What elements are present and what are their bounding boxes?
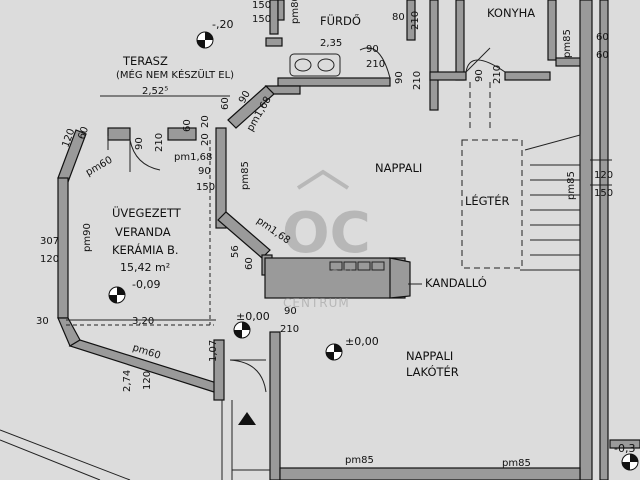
dim-320: 3,20 [132, 316, 154, 327]
room-label-lakoter-2: LAKÓTÉR [406, 364, 459, 379]
room-labels: FÜRDŐ KONYHA TERASZ (MÉG NEM KÉSZÜLT EL)… [112, 6, 535, 379]
room-label-veranda-3: KERÁMIA B. [112, 242, 179, 257]
watermark-line2: CENTRUM [283, 296, 350, 310]
dim-pm80-top: pm80 [290, 0, 301, 24]
dim-60-w: 60 [182, 119, 193, 132]
dim-60-low: 60 [244, 257, 255, 270]
dim-210-door: 210 [412, 71, 423, 90]
room-label-nappali: NAPPALI [375, 161, 422, 175]
dim-235: 2,35 [320, 38, 342, 49]
dim-20-t1: 20 [200, 115, 211, 128]
dim-252: 2,52⁵ [142, 86, 168, 97]
level-lakoter: ±0,00 [345, 335, 379, 348]
level-veranda: -0,09 [132, 278, 160, 291]
dim-90-door: 90 [394, 71, 405, 84]
dim-107: 1,07 [208, 340, 219, 362]
dim-210-furdo: 210 [366, 59, 385, 70]
room-label-terasz: TERASZ [122, 54, 168, 68]
dim-80: 80 [392, 12, 405, 23]
dim-56: 56 [230, 245, 241, 258]
dim-60a: 60 [596, 32, 609, 43]
room-label-legter: LÉGTÉR [465, 193, 509, 208]
dim-307: 307 [40, 236, 59, 247]
dim-60b: 60 [596, 50, 609, 61]
dim-pm85-mid: pm85 [240, 161, 251, 190]
room-label-kandallo: KANDALLÓ [425, 275, 487, 290]
watermark: OC OTTHON CENTRUM [282, 169, 371, 310]
level-marker-terasz [196, 31, 214, 49]
dim-120-bot: 120 [142, 371, 153, 390]
dim-pm85-konyha: pm85 [562, 29, 573, 58]
level-marker-outside [621, 453, 639, 471]
level-marker-hall [233, 321, 251, 339]
dim-274: 2,74 [122, 370, 133, 392]
dim-pm85-right: pm85 [566, 171, 577, 200]
dim-60-t1: 60 [220, 97, 231, 110]
dim-120-left: 120 [40, 254, 59, 265]
walls [57, 0, 640, 480]
level-terasz: -,20 [212, 18, 233, 31]
dim-150-right: 150 [594, 188, 613, 199]
room-label-veranda-1: ÜVEGEZETT [112, 204, 182, 220]
dim-90-door2: 90 [134, 137, 145, 150]
dim-150-mid: 150 [196, 182, 215, 193]
dim-90-konyha: 90 [474, 69, 485, 82]
dim-210-top: 210 [410, 11, 421, 30]
level-markers [108, 31, 639, 471]
dim-30: 30 [36, 316, 49, 327]
room-area-veranda: 15,42 m² [120, 261, 170, 274]
dim-90-hall: 90 [284, 306, 297, 317]
dim-210-hall: 210 [280, 324, 299, 335]
dim-120-right: 120 [594, 170, 613, 181]
level-outside: -0,3 [614, 442, 635, 455]
level-labels: -,20 -0,09 ±0,00 ±0,00 -0,3 [132, 18, 635, 455]
level-marker-lakoter [325, 343, 343, 361]
dim-150a: 150 [252, 0, 271, 11]
dim-20-w: 20 [200, 133, 211, 146]
room-label-furdo: FÜRDŐ [320, 12, 361, 28]
room-label-konyha: KONYHA [487, 6, 535, 20]
fixtures [0, 47, 612, 480]
dim-210-konyha: 210 [492, 65, 503, 84]
dim-210-door2: 210 [154, 133, 165, 152]
room-label-terasz-note: (MÉG NEM KÉSZÜLT EL) [116, 68, 234, 81]
staircase [520, 134, 581, 271]
dim-pm85-b1: pm85 [345, 455, 374, 466]
dim-60-l: 60 [76, 125, 91, 141]
watermark-logo: OC [282, 201, 371, 266]
dim-pm168-mid: pm1,68 [174, 152, 212, 163]
room-label-lakoter-1: NAPPALI [406, 349, 453, 363]
dim-pm90: pm90 [82, 223, 93, 252]
dim-pm85-b2: pm85 [502, 458, 531, 469]
watermark-line1: OTTHON [283, 268, 355, 284]
dim-150b: 150 [252, 14, 271, 25]
dim-90-furdo: 90 [366, 44, 379, 55]
dim-90-mid: 90 [198, 166, 211, 177]
room-label-veranda-2: VERANDA [115, 225, 171, 239]
level-hall: ±0,00 [236, 310, 270, 323]
level-marker-veranda [108, 286, 126, 304]
